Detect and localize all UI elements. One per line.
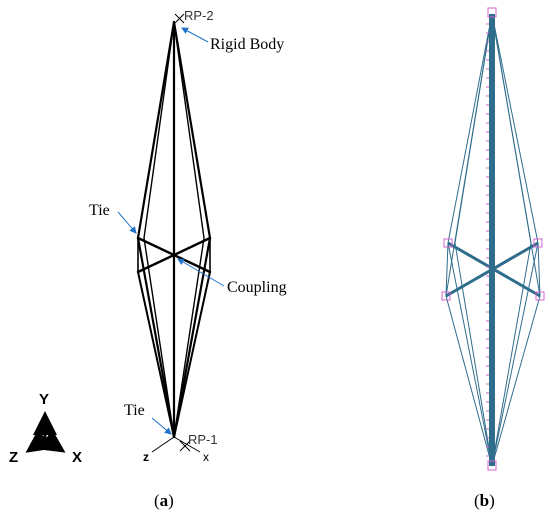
tie-lower-label: Tie [124, 402, 145, 419]
cable-b-1 [447, 13, 493, 467]
triad-x-axis [38, 429, 66, 453]
panel-b-caption: (b) [474, 491, 495, 510]
local-x-label: x [203, 450, 209, 464]
mesh-ticks [486, 23, 489, 457]
rp2-marker [174, 13, 185, 24]
structure-b [445, 13, 541, 467]
rp1-marker [179, 440, 191, 452]
triad-z-label: Z [9, 449, 18, 466]
tie-marker-bottom [487, 460, 497, 471]
panel-a: RP-2 Rigid Body Tie Coupling Tie RP-1 z … [9, 8, 287, 510]
triad-y-label: Y [39, 391, 49, 408]
cable-left-lower [137, 271, 175, 438]
cable-b-3 [491, 13, 539, 467]
cable-left-outer [136, 20, 176, 439]
tie-lower-leader [151, 417, 172, 435]
tie-markers-b [441, 7, 545, 471]
cable-right-lower [173, 271, 211, 438]
cable-b-6 [491, 13, 541, 467]
cable-b-5 [445, 13, 493, 467]
tie-marker-ur [533, 238, 543, 248]
panel-a-caption: (a) [154, 491, 174, 510]
cable-b-vl [445, 242, 449, 297]
mast-b [489, 14, 495, 466]
cross-arm-2 [136, 236, 212, 274]
cable-left-inner [143, 21, 175, 438]
local-z-label: z [143, 450, 149, 464]
cable-b-vr [537, 242, 541, 297]
structure-a [136, 20, 212, 439]
rigid-body-leader [181, 27, 209, 43]
tie-upper-leader [117, 211, 137, 234]
local-axes [151, 436, 201, 453]
tie-upper-label: Tie [89, 202, 110, 219]
tie-marker-ul [443, 238, 453, 248]
tie-marker-top [487, 7, 497, 18]
cable-right-outer [172, 20, 212, 439]
coupling-leader [177, 258, 225, 287]
rigid-body-label: Rigid Body [210, 36, 284, 53]
cable-right-inner [173, 21, 205, 438]
rp1-label: RP-1 [188, 432, 218, 447]
triad-z-axis [25, 429, 53, 453]
rp2-label: RP-2 [184, 8, 214, 23]
axis-triad: Y Z X [9, 391, 82, 466]
tie-marker-ll [441, 291, 451, 301]
triad-x-label: X [72, 449, 82, 466]
panel-b: (b) [441, 7, 545, 510]
coupling-label: Coupling [227, 279, 287, 296]
tie-marker-lr [535, 291, 545, 301]
